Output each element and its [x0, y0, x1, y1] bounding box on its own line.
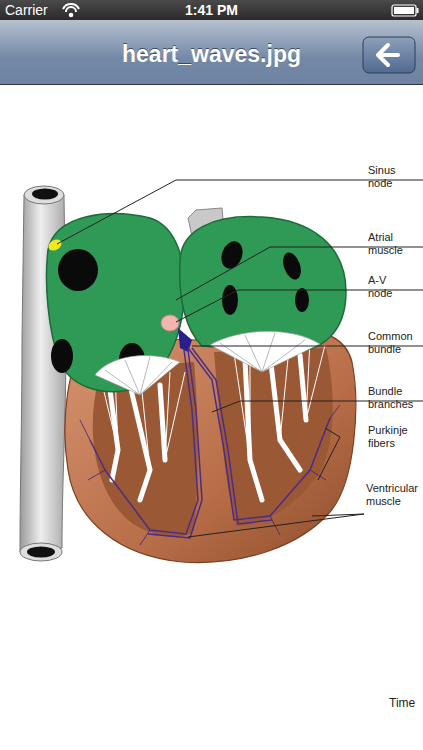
purkinje-fibers	[80, 405, 340, 545]
part-label: Sinus node	[368, 164, 412, 190]
battery-icon	[392, 5, 419, 16]
part-label: Atrial muscle	[368, 231, 412, 257]
ventricular-muscle	[65, 332, 356, 563]
back-button	[363, 37, 415, 73]
valve-lines	[105, 333, 305, 395]
wifi-icon	[63, 4, 79, 16]
axis-label: Time	[389, 696, 415, 710]
part-label: Ventricular muscle	[366, 482, 410, 508]
carrier-name: Carrier	[5, 2, 48, 18]
part-label: Common bundle	[368, 330, 412, 356]
bundle-branches	[90, 348, 330, 538]
part-label: Bundle branches	[368, 385, 412, 411]
clock-time: 1:41 PM	[0, 2, 423, 18]
sinus-node	[46, 237, 63, 253]
part-label: Purkinje fibers	[368, 424, 412, 450]
part-label: A-V node	[368, 274, 412, 300]
common-bundle	[178, 328, 192, 352]
valves	[95, 331, 320, 395]
page-title: heart_waves.jpg	[0, 39, 423, 69]
av-node	[161, 315, 179, 331]
leader-lines	[57, 180, 423, 537]
vena-cava	[20, 186, 66, 561]
